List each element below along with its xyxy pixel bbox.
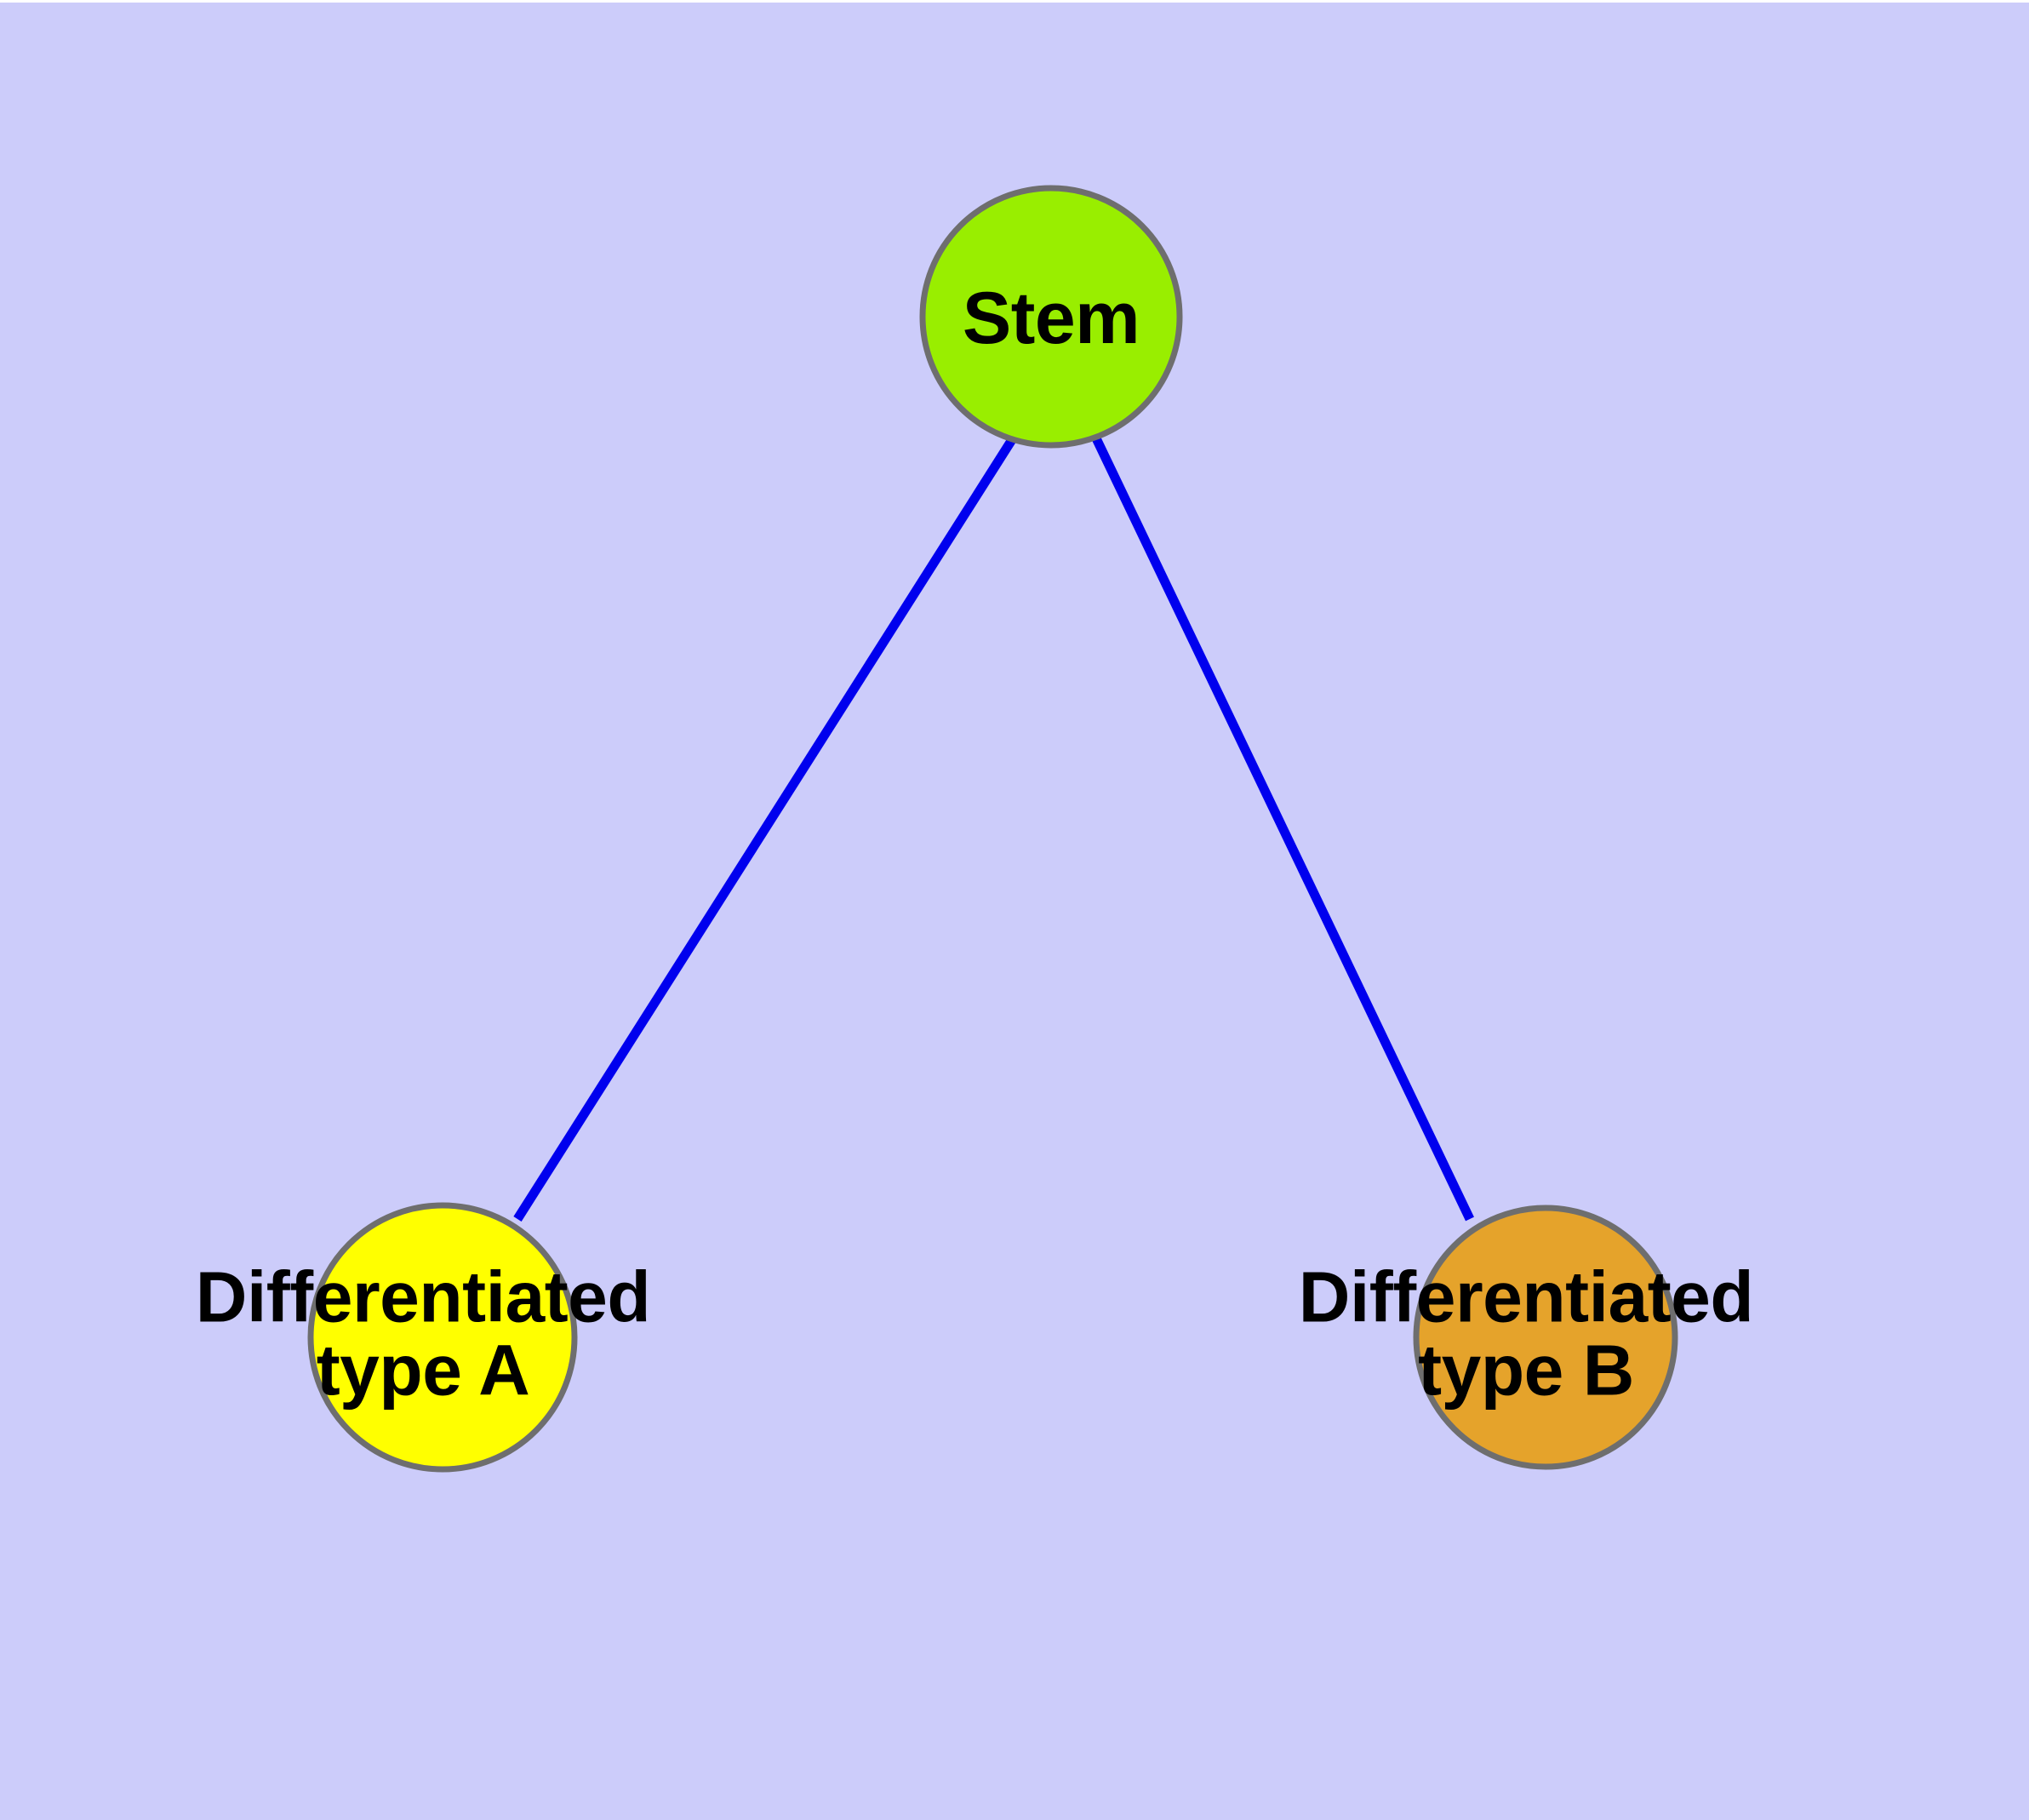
edges-layer <box>513 436 1474 1222</box>
graph-node-stem[interactable] <box>919 185 1183 449</box>
graph-edge-stem-diff_b[interactable] <box>1092 436 1474 1222</box>
graph-node-diff_a[interactable] <box>307 1202 578 1473</box>
graph-node-diff_b[interactable] <box>1413 1205 1678 1470</box>
nodes-layer <box>307 185 1678 1473</box>
graph-edge-stem-diff_a[interactable] <box>513 436 1017 1222</box>
